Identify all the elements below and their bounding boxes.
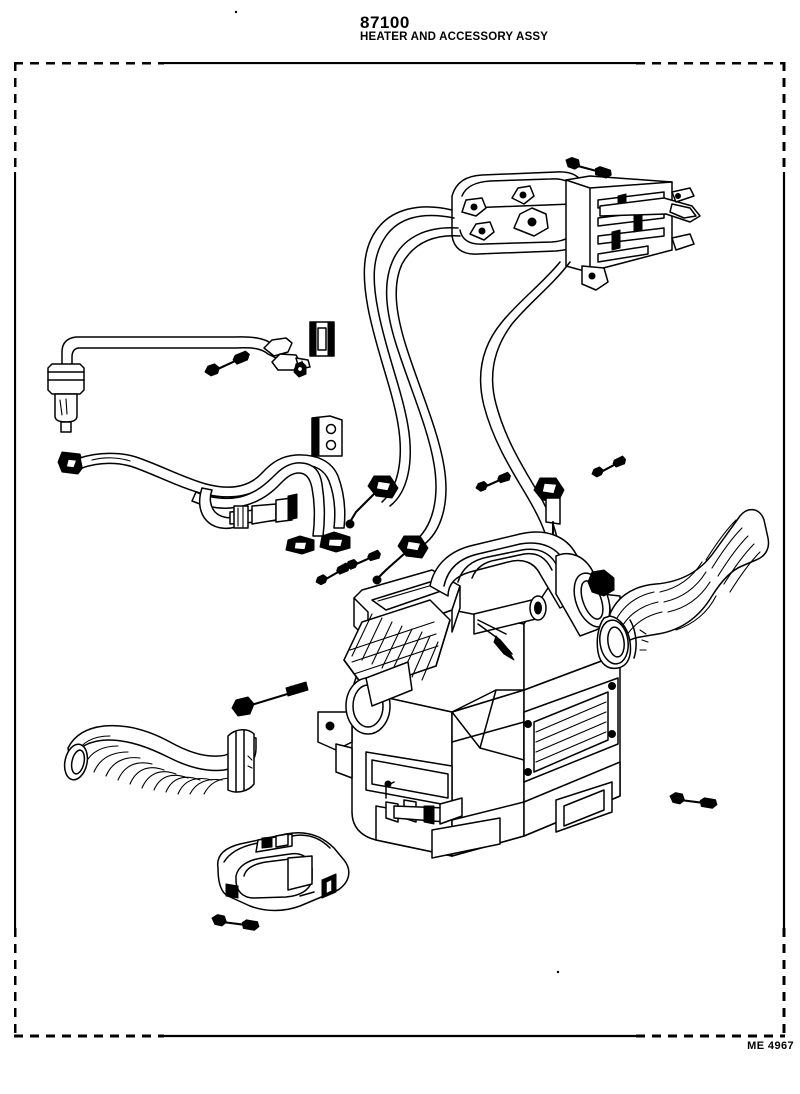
bolt-bottom-left [209, 905, 262, 940]
bolt-long [231, 681, 309, 717]
bolt-lower-right [667, 783, 720, 818]
bolt-mid-b [588, 454, 629, 479]
grommet [587, 569, 615, 597]
bolt-mid-d [343, 548, 384, 571]
bolt-upper-left [201, 349, 254, 378]
part-name: HEATER AND ACCESSORY ASSY [360, 31, 549, 43]
heater-control-assembly [451, 148, 701, 291]
air-duct-right [596, 508, 770, 670]
clamp-lower [311, 415, 343, 457]
control-cable-3 [479, 261, 571, 549]
bolt-mid-a [473, 470, 514, 493]
control-cable-1 [345, 206, 455, 529]
defroster-nozzle [216, 832, 350, 912]
clip-a [285, 535, 315, 555]
diagram-title-block: 87100 HEATER AND ACCESSORY ASSY [360, 14, 548, 44]
air-duct-left [63, 724, 257, 795]
grommet-small [293, 361, 307, 378]
water-valve-pipe-assembly [47, 336, 311, 433]
heater-unit-assembly [317, 531, 621, 859]
part-number: 87100 [360, 13, 410, 32]
clip-b [319, 531, 351, 553]
control-cable-2 [372, 227, 461, 585]
water-hose-assembly [57, 451, 351, 555]
clamp-upper [309, 321, 335, 357]
diagram-border-frame [14, 62, 786, 1038]
sheet-code: ME 4967 [747, 1040, 794, 1052]
